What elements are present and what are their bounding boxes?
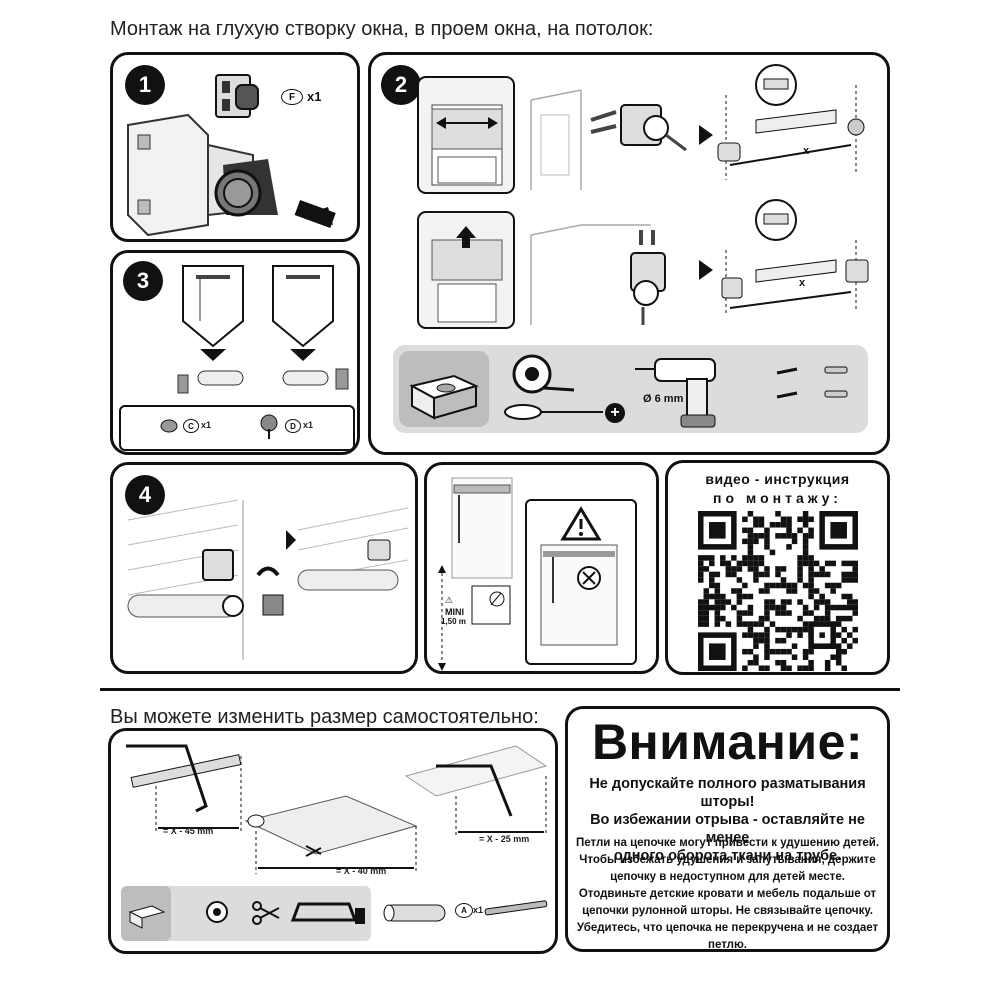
section-divider [100,688,900,691]
part-f-badge: F [281,89,303,105]
dim-label-x-45: = X - 45 mm [163,826,214,836]
qr-code-image[interactable] [698,511,858,671]
tube-assembly-drawing [177,368,349,394]
parts-c-d-box: C x1 D x1 [119,405,355,451]
part-d-badge: D [285,419,301,433]
dim-x-label-2: x [799,277,806,289]
tape-measure-icon-small [206,901,228,923]
mounting-header: Монтаж на глухую створку окна, в проем о… [110,18,654,40]
part-d-icon [260,414,278,439]
hacksaw-icon [290,902,365,924]
window-mini-height-drawing [438,477,513,671]
warning-para2-line: цепочку в недоступном для детей месте. [610,871,845,883]
bracket-closeup-left [182,265,244,361]
spirit-level-icon-small [128,905,166,929]
plus-icon: + [605,403,625,423]
drill-size-label: Ø 6 mm [643,393,684,405]
warning-para2-line: Убедитесь, что цепочка не перекручена и … [576,922,879,934]
warning-small-icon: ⚠ [445,595,454,605]
tube-part-icon [383,904,446,922]
warning-para2-line: Чтобы избежать удушения и запутывания, д… [579,854,876,866]
qr-panel: видео - инструкция по монтажу: [665,460,890,675]
wall-plugs-icon [824,366,848,398]
level-tool-box [399,351,489,427]
tape-measure-icon [512,354,575,394]
screwdriver-icon [504,404,603,420]
window-recess-mount-drawing [417,76,515,194]
bracket-detail-drawing [127,113,336,237]
step1-number: 1 [125,65,165,105]
scissors-icon [252,901,280,925]
warning-triangle-icon [560,506,602,541]
dim-label-x-25: = X - 25 mm [479,834,530,844]
step4-number: 4 [125,475,165,515]
part-c-qty: x1 [201,420,212,430]
part-d-qty: x1 [303,420,314,430]
arrow-right-icon-2 [699,260,713,280]
warning-para2-line: цепочки рулонной шторы. Не связывайте це… [582,905,873,917]
spirit-level-icon [409,374,479,420]
window-cord-tied-drawing [540,544,618,646]
step3-number: 3 [123,261,163,301]
dim-label-x-40: = X - 40 mm [336,866,387,876]
part-a-badge: A [455,903,473,918]
wall-bracket-screws-drawing [530,89,687,190]
mini-height-label: MINI [445,607,464,617]
part-a-qty: x1 [473,905,484,915]
warning-para1-line: одного оборота ткани на трубе. [613,848,842,864]
part-c-icon [160,419,178,433]
part-c-badge: C [183,419,199,433]
safety-panel: ⚠ MINI 1,50 m [424,462,659,674]
resize-header: Вы можете изменить размер самостоятельно… [110,706,539,728]
step1-panel: 1 F x1 [110,52,360,242]
step2-number: 2 [381,65,421,105]
warning-para2-line: Петли на цепочке могут привести к удушен… [575,837,880,849]
bracket-closeup-right [272,265,334,361]
warning-para1-line: Во избежании отрыва - оставляйте не мене… [590,812,865,846]
warning-para2-line: петлю. [708,939,747,951]
drill-icon [635,358,716,428]
mini-height-value: 1,50 m [441,617,466,626]
resize-panel: = X - 45 mm = X - 40 mm = X - 25 mm A x1 [108,728,558,954]
dim-x-label-1: x [803,145,810,157]
warning-para2-line: Отодвиньте детские кровати и мебель пода… [578,888,877,900]
width-measure-drawing-2 [721,199,869,315]
part-f-qty: x1 [307,89,322,104]
ceiling-mount-drawing [417,211,515,329]
width-measure-drawing-1 [717,64,865,180]
qr-caption-line2: по монтажу: [713,490,842,506]
cutting-drawing [126,744,548,874]
step4-panel: 4 [110,462,418,674]
bracket-icon [215,74,259,118]
tube-install-drawing [127,499,409,660]
safety-card [525,499,637,665]
screws-icon [776,367,798,399]
warning-para1-line: Не допускайте полного разматывания шторы… [589,776,866,810]
warning-para1: Не допускайте полного разматывания шторы… [568,775,887,865]
warning-title: Внимание: [591,714,864,770]
bottom-bar-part-icon [484,900,548,916]
qr-caption-line1: видео - инструкция [705,471,850,487]
step2-panel: 2 x [368,52,890,455]
warning-panel: Внимание: Не допускайте полного разматыв… [565,706,890,952]
resize-level-box [121,886,171,941]
child-cord-warning-icon [471,585,511,625]
tools-strip: + Ø 6 mm [393,345,868,433]
warning-para2: Петли на цепочке могут привести к удушен… [568,835,887,951]
step3-panel: 3 C x1 D x1 [110,250,360,455]
arrow-right-icon [699,125,713,145]
ceiling-bracket-screws-drawing [530,224,666,325]
resize-tools-strip [121,886,371,941]
